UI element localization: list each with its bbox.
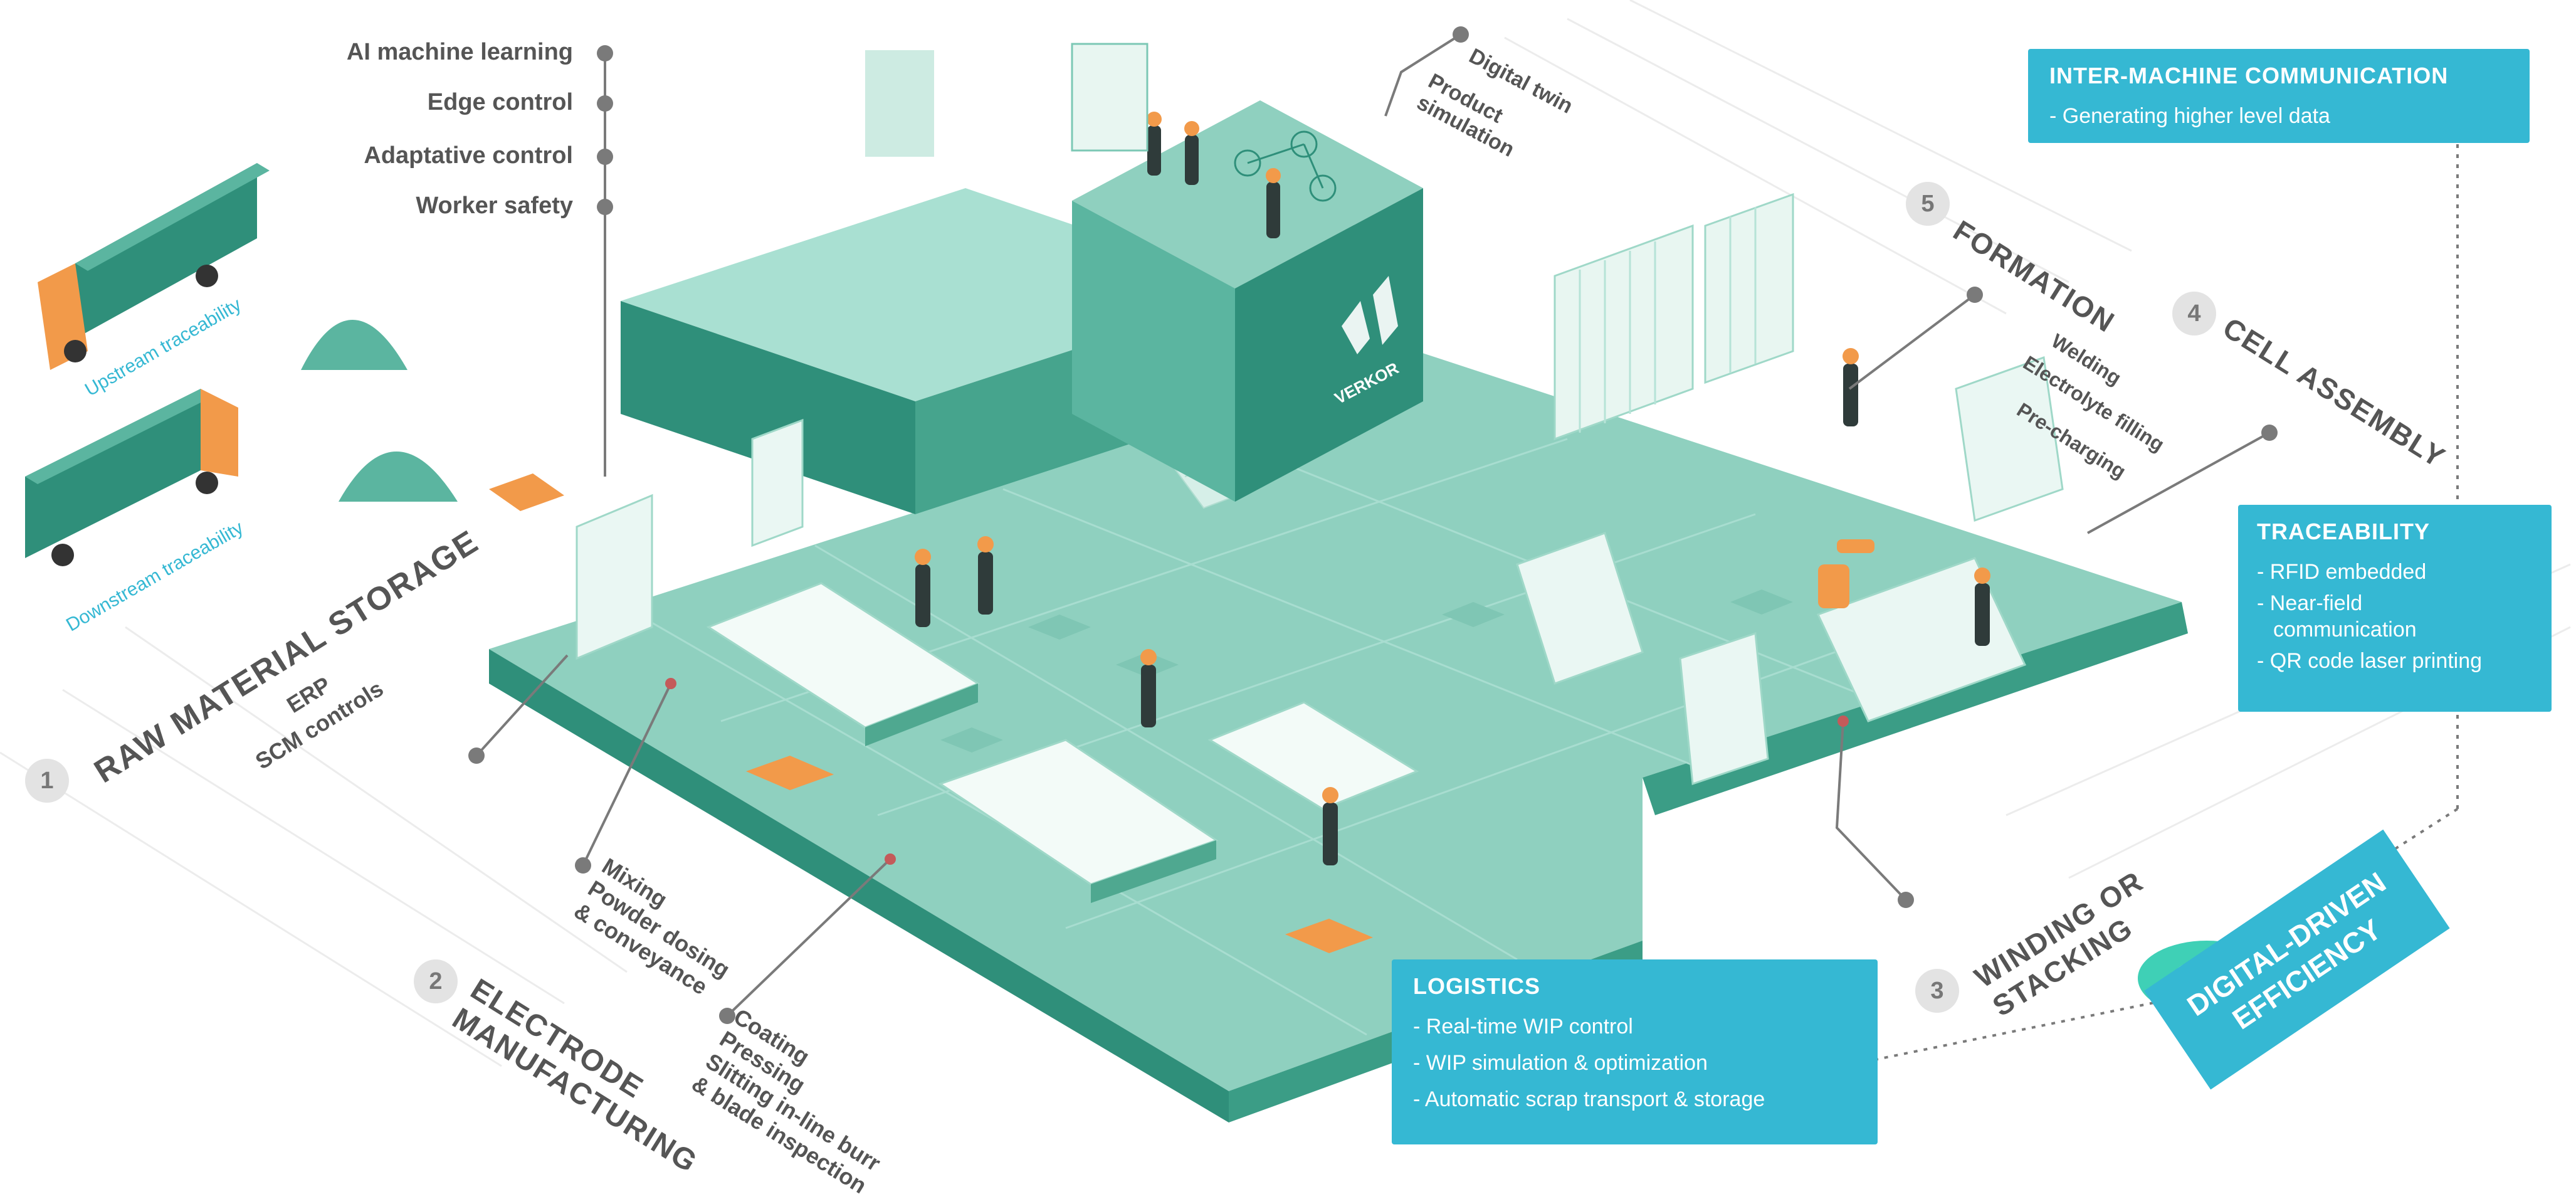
step-2-badge: 2	[414, 959, 458, 1003]
step-4-badge: 4	[2172, 292, 2216, 335]
traceability-item: QR code laser printing	[2257, 643, 2533, 679]
step-5-badge: 5	[1906, 182, 1950, 226]
floor-machines	[489, 348, 2064, 953]
label-ai-machine-learning: AI machine learning	[346, 39, 573, 65]
label-worker-safety: Worker safety	[416, 193, 573, 219]
logistics-item: Automatic scrap transport & storage	[1413, 1081, 1856, 1117]
formation-racks	[1553, 193, 1794, 441]
label-adaptative-control: Adaptative control	[364, 142, 573, 169]
inter-machine-item: Generating higher level data	[2049, 98, 2508, 134]
label-edge-control: Edge control	[427, 89, 573, 115]
inter-machine-title: INTER-MACHINE COMMUNICATION	[2049, 63, 2449, 88]
step-1-badge: 1	[25, 759, 69, 803]
traceability-item: Near-field	[2257, 590, 2533, 616]
logistics-title: LOGISTICS	[1413, 973, 1541, 999]
inter-machine-box: INTER-MACHINE COMMUNICATION Generating h…	[2028, 49, 2530, 143]
downstream-truck	[25, 389, 238, 566]
step-3-badge: 3	[1915, 969, 1959, 1013]
leader-dots	[468, 26, 2278, 1024]
verkor-tower: VERKOR	[865, 43, 1423, 502]
traceability-box: TRACEABILITY RFID embedded Near-field co…	[2238, 505, 2552, 712]
traceability-title: TRACEABILITY	[2257, 519, 2430, 544]
upstream-truck	[38, 163, 270, 370]
logistics-item: Real-time WIP control	[1413, 1008, 1856, 1045]
traceability-item: RFID embedded	[2257, 554, 2533, 590]
logistics-item: WIP simulation & optimization	[1413, 1045, 1856, 1081]
traceability-item-cont: communication	[2273, 618, 2417, 642]
logistics-box: LOGISTICS Real-time WIP control WIP simu…	[1392, 959, 1878, 1144]
material-pile	[301, 320, 458, 502]
